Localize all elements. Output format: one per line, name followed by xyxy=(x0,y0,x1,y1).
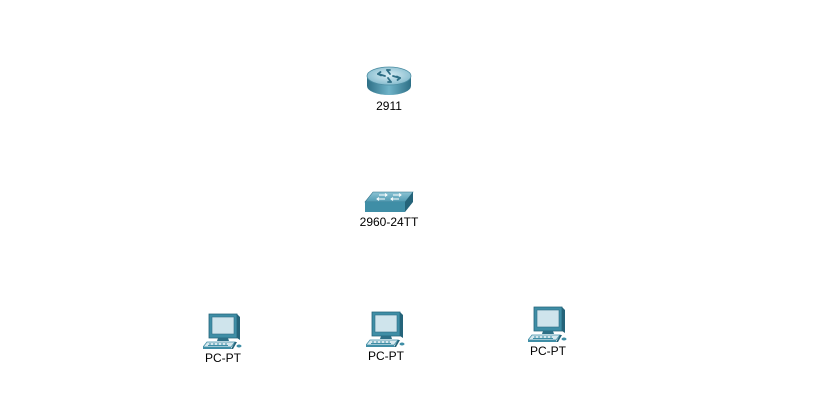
switch-2960-24tt[interactable]: 2960-24TT xyxy=(354,190,424,229)
pc-pt-2[interactable]: PC-PT xyxy=(361,310,411,363)
pc-pt-3[interactable]: PC-PT xyxy=(523,305,573,358)
router-label: 2911 xyxy=(376,99,402,113)
pc-icon xyxy=(528,305,568,343)
pc-label: PC-PT xyxy=(368,349,404,363)
switch-icon xyxy=(363,190,415,214)
pc-icon xyxy=(203,312,243,350)
pc-label: PC-PT xyxy=(530,344,566,358)
router-icon xyxy=(363,64,415,98)
pc-label: PC-PT xyxy=(205,351,241,365)
pc-icon xyxy=(366,310,406,348)
pc-pt-1[interactable]: PC-PT xyxy=(198,312,248,365)
router-2911[interactable]: 2911 xyxy=(362,64,416,113)
switch-label: 2960-24TT xyxy=(359,215,419,229)
